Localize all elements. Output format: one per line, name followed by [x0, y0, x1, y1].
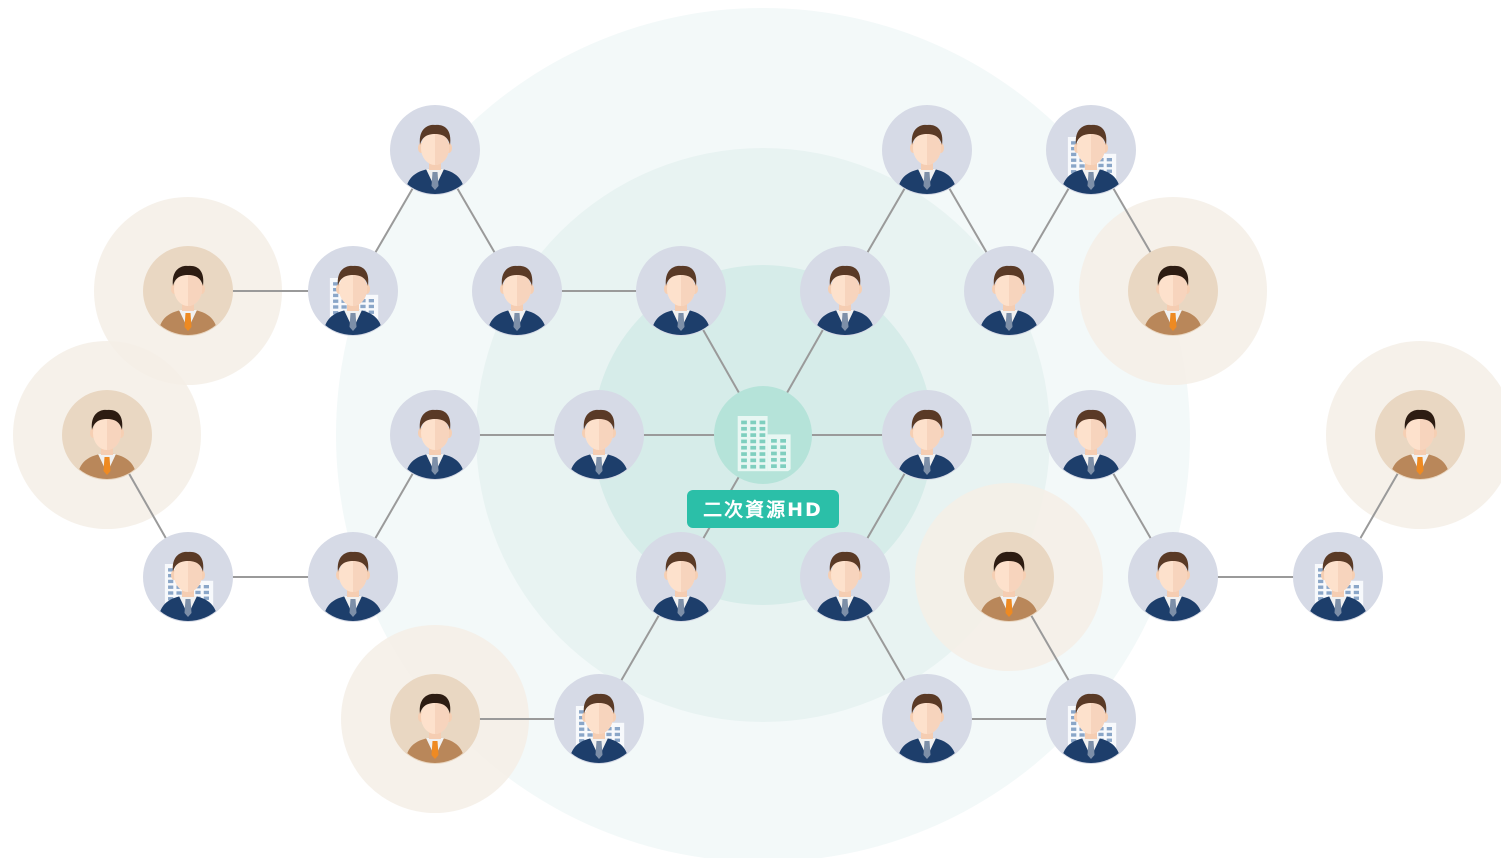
external-person-icon	[1390, 409, 1450, 479]
person-icon	[323, 265, 383, 335]
company-node	[143, 532, 233, 622]
external-person-node	[1128, 246, 1218, 336]
person-icon	[569, 693, 629, 763]
person-node	[882, 674, 972, 764]
network-nodes	[62, 105, 1465, 764]
person-icon	[405, 124, 465, 194]
hub-label-bg	[687, 490, 839, 528]
person-node	[472, 246, 562, 336]
person-icon	[1143, 551, 1203, 621]
person-icon	[815, 265, 875, 335]
person-node	[554, 390, 644, 480]
external-person-icon	[979, 551, 1039, 621]
person-node	[636, 532, 726, 622]
external-person-node	[1375, 390, 1465, 480]
person-node	[390, 105, 480, 195]
person-icon	[651, 265, 711, 335]
person-node	[882, 390, 972, 480]
person-node	[882, 105, 972, 195]
external-person-icon	[77, 409, 137, 479]
external-person-icon	[1143, 265, 1203, 335]
person-node	[800, 246, 890, 336]
hub-label-tag: 二次資源HD	[687, 490, 839, 528]
external-person-node	[143, 246, 233, 336]
person-icon	[897, 124, 957, 194]
company-node	[1046, 674, 1136, 764]
company-node	[1293, 532, 1383, 622]
person-node	[800, 532, 890, 622]
external-person-node	[964, 532, 1054, 622]
person-icon	[405, 409, 465, 479]
person-icon	[1061, 409, 1121, 479]
person-icon	[1061, 693, 1121, 763]
person-node	[390, 390, 480, 480]
person-icon	[897, 693, 957, 763]
person-icon	[979, 265, 1039, 335]
person-icon	[897, 409, 957, 479]
hub-company-node	[714, 386, 812, 484]
person-node	[1046, 390, 1136, 480]
external-person-icon	[405, 693, 465, 763]
building-icon	[737, 416, 791, 472]
external-person-node	[390, 674, 480, 764]
person-icon	[1308, 551, 1368, 621]
person-node	[964, 246, 1054, 336]
external-person-node	[62, 390, 152, 480]
company-node	[1046, 105, 1136, 195]
person-icon	[323, 551, 383, 621]
person-icon	[158, 551, 218, 621]
person-icon	[1061, 124, 1121, 194]
person-node	[308, 532, 398, 622]
person-node	[636, 246, 726, 336]
person-node	[1128, 532, 1218, 622]
company-node	[308, 246, 398, 336]
person-icon	[487, 265, 547, 335]
person-icon	[815, 551, 875, 621]
company-node	[554, 674, 644, 764]
hub-label-text: 二次資源HD	[703, 498, 823, 521]
person-icon	[569, 409, 629, 479]
external-person-icon	[158, 265, 218, 335]
person-icon	[651, 551, 711, 621]
